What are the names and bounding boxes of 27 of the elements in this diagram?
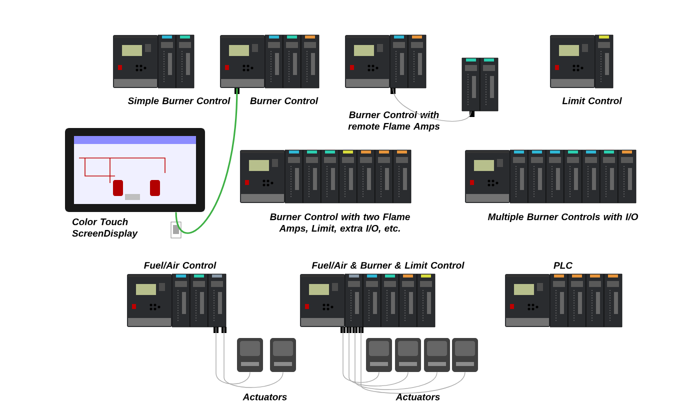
cable xyxy=(354,326,438,390)
actuator-drawing xyxy=(270,338,296,372)
cable xyxy=(360,326,466,394)
actuator-drawing xyxy=(237,338,263,372)
node-label: PLC xyxy=(554,262,573,269)
node-label: Limit Control xyxy=(562,97,622,104)
actuator-drawing xyxy=(395,338,421,372)
actuator-drawing xyxy=(366,338,392,372)
actuator-drawing xyxy=(424,338,450,372)
cable xyxy=(175,88,238,234)
node-label: Color Touch ScreenDisplay xyxy=(72,218,138,239)
actuator-drawing xyxy=(452,338,478,372)
cable xyxy=(342,326,380,383)
node-label: Burner Control with remote Flame Amps xyxy=(348,111,440,132)
cable xyxy=(392,88,472,122)
cable xyxy=(224,326,284,388)
node-label: Burner Control with two Flame Amps, Limit, extra I/O, etc. xyxy=(270,213,410,234)
caption: Actuators xyxy=(242,394,287,400)
cable xyxy=(216,326,250,384)
node-label: Fuel/Air Control xyxy=(144,262,216,269)
node-label: Burner Control xyxy=(250,97,318,104)
module-drawing xyxy=(462,58,498,117)
node-label: Simple Burner Control xyxy=(128,97,230,106)
cable xyxy=(348,326,408,386)
node-label: Fuel/Air & Burner & Limit Control xyxy=(312,262,464,269)
node-label: Multiple Burner Controls with I/O xyxy=(488,213,638,222)
caption: Actuators xyxy=(396,394,440,400)
